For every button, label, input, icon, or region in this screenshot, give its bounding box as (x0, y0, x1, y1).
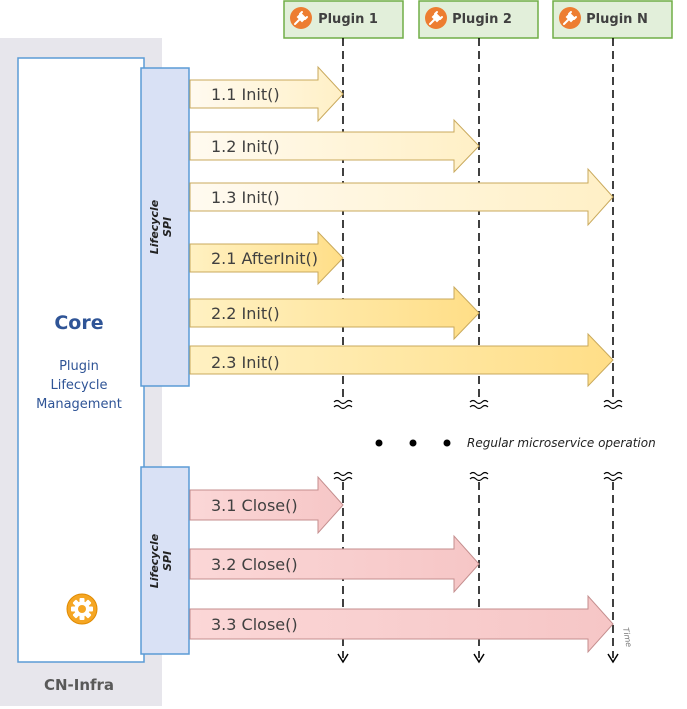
ellipsis-dot (443, 439, 451, 447)
time-label: Time (621, 627, 633, 648)
core-subtitle-line-3: Management (36, 397, 122, 412)
arrow-2-1: 2.1 AfterInit() (189, 230, 344, 286)
ellipsis-dot (375, 439, 383, 447)
break-mark (333, 399, 353, 410)
plugin-label-n: Plugin N (586, 12, 648, 27)
arrow-1-3: 1.3 Init() (189, 167, 614, 227)
plugin-box-2: Plugin 2 (418, 0, 539, 39)
core-title: Core (54, 312, 103, 334)
plug-icon (425, 7, 447, 29)
core-box (17, 57, 145, 663)
lifeline-end-arrow (337, 653, 349, 664)
break-mark (603, 399, 623, 410)
plug-icon (559, 7, 581, 29)
spi-label-top-line-1: Lifecycle (148, 199, 161, 254)
lifecycle-spi-box-top (140, 67, 190, 387)
arrow-label-3-2: 3.2 Close() (211, 555, 298, 574)
arrow-label-1-1: 1.1 Init() (211, 85, 280, 104)
arrow-label-1-3: 1.3 Init() (211, 188, 280, 207)
break-mark (469, 399, 489, 410)
arrow-2-2: 2.2 Init() (189, 285, 480, 341)
arrow-label-1-2: 1.2 Init() (211, 137, 280, 156)
arrow-label-3-3: 3.3 Close() (211, 615, 298, 634)
spi-label-bottom-line-2: SPI (161, 551, 174, 571)
arrow-3-1: 3.1 Close() (189, 475, 344, 535)
arrow-3-2: 3.2 Close() (189, 534, 480, 594)
break-mark (603, 471, 623, 482)
arrow-label-2-1: 2.1 AfterInit() (211, 249, 318, 268)
arrow-1-2: 1.2 Init() (189, 118, 480, 174)
break-mark (333, 471, 353, 482)
core-subtitle-line-2: Lifecycle (50, 378, 107, 393)
cn-infra-label: CN-Infra (44, 676, 114, 694)
ellipsis-dot (409, 439, 417, 447)
lifeline-end-arrow (607, 653, 619, 664)
arrow-2-3: 2.3 Init() (189, 332, 614, 388)
break-mark (469, 471, 489, 482)
core-subtitle-line-1: Plugin (59, 359, 99, 374)
arrow-1-1: 1.1 Init() (189, 65, 344, 123)
plugin-label-2: Plugin 2 (452, 12, 512, 27)
arrow-label-2-3: 2.3 Init() (211, 353, 280, 372)
operation-note: Regular microservice operation (467, 436, 656, 450)
spi-label-bottom-line-1: Lifecycle (148, 533, 161, 588)
arrow-3-3: 3.3 Close() (189, 594, 614, 654)
gear-icon (66, 593, 98, 625)
arrow-label-2-2: 2.2 Init() (211, 304, 280, 323)
plug-icon (290, 7, 312, 29)
plugin-box-1: Plugin 1 (283, 0, 404, 39)
arrow-label-3-1: 3.1 Close() (211, 496, 298, 515)
spi-label-top-line-2: SPI (161, 217, 174, 237)
lifecycle-spi-box-bottom (140, 466, 190, 655)
lifeline-end-arrow (473, 653, 485, 664)
plugin-label-1: Plugin 1 (318, 12, 378, 27)
plugin-box-n: Plugin N (552, 0, 673, 39)
